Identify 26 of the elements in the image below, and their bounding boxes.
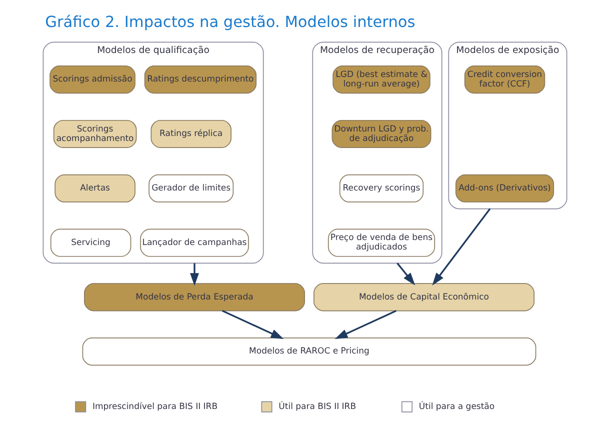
node-box: Scorings acompanhamento [52, 120, 136, 148]
node-box: Ratings réplica [150, 120, 231, 148]
node-box: Scorings admissão [49, 66, 135, 94]
legend-label: Imprescindível para BIS II IRB [92, 402, 218, 412]
node-box: Gerador de limites [148, 174, 234, 202]
node-box: Ratings descumprimento [144, 66, 256, 94]
node-box: LGD (best estimate & long-run average) [332, 66, 430, 94]
arrow [190, 263, 198, 286]
node-box: Downturn LGD y prob. de adjudicação [331, 120, 431, 148]
node-box: Credit conversion factor (CCF) [464, 66, 545, 94]
arrow [432, 208, 490, 286]
node-box: Modelos de RAROC e Pricing [82, 338, 536, 366]
legend-label: Útil para a gestão [418, 402, 494, 412]
node-box: Modelos de Perda Esperada [84, 283, 304, 312]
node-box: Add-ons (Derivativos) [454, 174, 554, 202]
arrow [396, 262, 415, 286]
node-box: Lançador de campanhas [140, 228, 248, 257]
diagram-title: Gráfico 2. Impactos na gestão. Modelos internos [44, 13, 415, 32]
node-box: Alertas [54, 174, 135, 202]
node-box: Modelos de Capital Econômico [313, 283, 534, 312]
legend-label: Útil para BIS II IRB [278, 402, 356, 412]
arrow [221, 310, 284, 339]
node-box: Recovery scorings [338, 174, 424, 202]
node-box: Preço de venda de bens adjudicados [327, 228, 435, 257]
node-box: Servicing [50, 228, 131, 257]
arrow [334, 310, 396, 339]
